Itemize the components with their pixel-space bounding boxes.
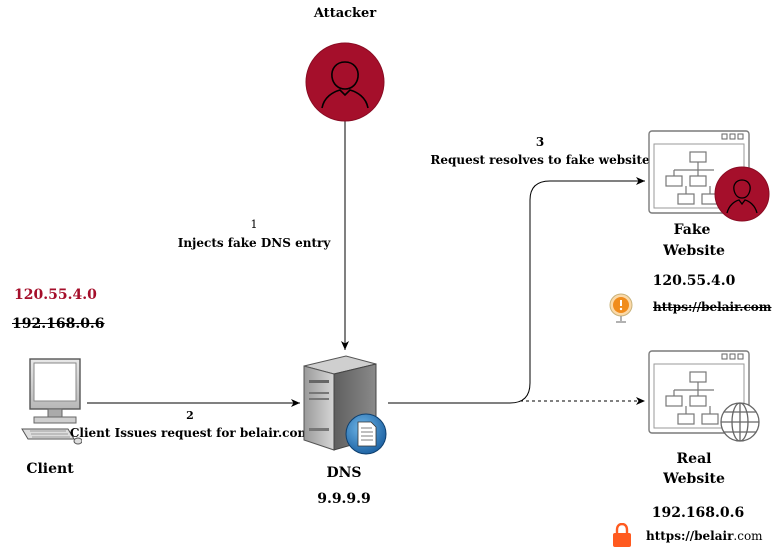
step3-number: 3 (535, 135, 545, 149)
fake-site-label-line2: Website (663, 243, 725, 259)
step2-number: 2 (186, 409, 194, 422)
edge-dns-to-fake (388, 177, 645, 404)
user-icon[interactable] (305, 42, 385, 122)
desktop-computer-icon[interactable] (20, 357, 82, 447)
real-site-ip: 192.168.0.6 (651, 505, 745, 521)
browser-window-icon[interactable] (648, 350, 772, 442)
real-site-url-rest: .com (733, 529, 763, 543)
client-label: Client (26, 461, 74, 477)
step1-number: 1 (250, 218, 258, 231)
fake-site-ip: 120.55.4.0 (652, 273, 736, 289)
globe-icon (720, 402, 760, 442)
step3-text: Request resolves to fake website (430, 153, 650, 167)
warning-globe-icon (609, 293, 633, 323)
client-ip-old: 192.168.0.6 (12, 316, 105, 332)
step2-text: Client Issues request for belair.com (69, 426, 311, 440)
step1-text: Injects fake DNS entry (177, 236, 331, 250)
client-ip-new: 120.55.4.0 (14, 287, 97, 303)
fake-site-label-line1: Fake (673, 222, 711, 238)
server-icon[interactable] (300, 352, 390, 456)
dns-label: DNS (326, 465, 362, 481)
attacker-badge-icon (714, 166, 770, 222)
browser-window-icon[interactable] (648, 130, 772, 222)
real-site-url[interactable]: https://belair.com (646, 529, 763, 544)
real-site-label-line1: Real (676, 451, 712, 467)
dns-ip: 9.9.9.9 (317, 491, 371, 507)
real-site-url-bold: https://belair (646, 529, 734, 543)
real-site-label-line2: Website (663, 471, 725, 487)
fake-site-url[interactable]: https://belair.com (653, 300, 772, 314)
attacker-label: Attacker (313, 6, 377, 21)
padlock-icon (613, 523, 631, 547)
